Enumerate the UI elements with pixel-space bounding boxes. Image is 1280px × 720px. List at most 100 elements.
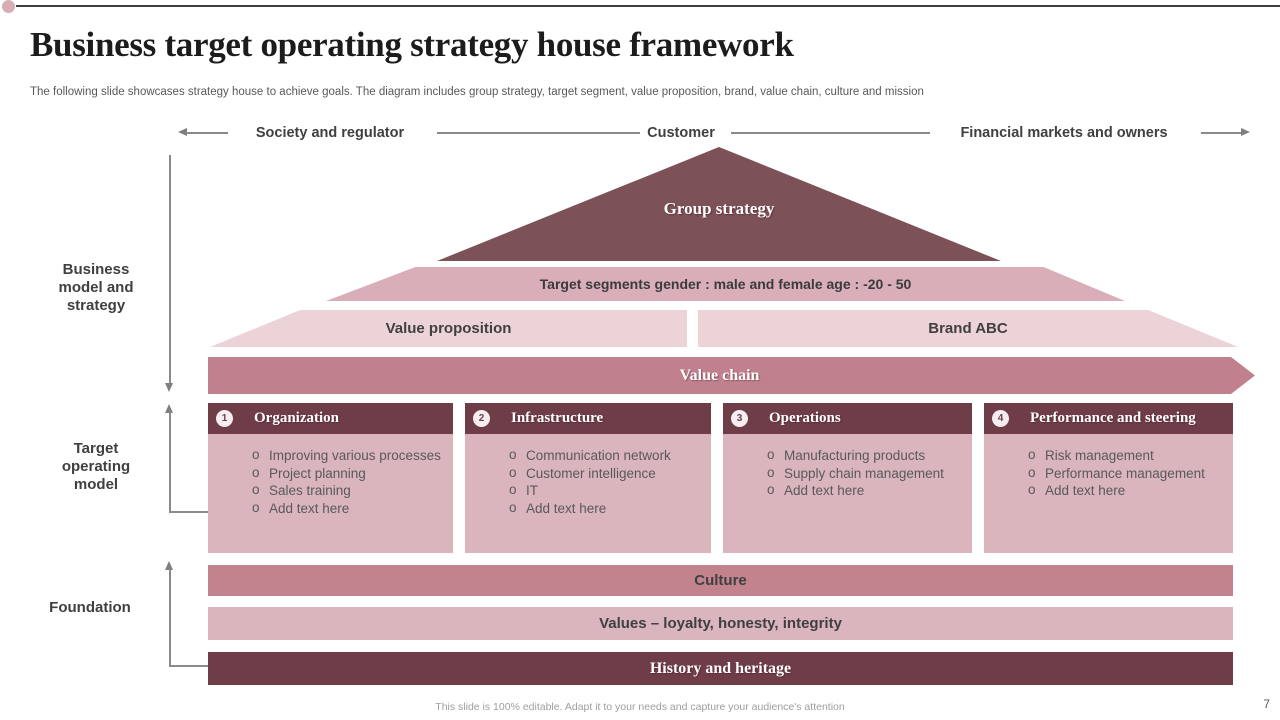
bullet-text: Supply chain management: [784, 465, 944, 481]
bullet-item: o Add text here: [252, 500, 447, 518]
arrow-right-icon: [1241, 128, 1250, 136]
page-subtitle: The following slide showcases strategy h…: [30, 86, 924, 98]
step-number-badge: 2: [473, 410, 490, 427]
band-value-proposition: Value proposition: [210, 310, 687, 347]
bullet-text: Improving various processes: [269, 448, 441, 463]
pillar-header: 4 Performance and steering: [984, 403, 1233, 434]
arrow-up-icon: [165, 404, 173, 413]
connector-foundation-elbow: [169, 665, 209, 667]
connector-business-model: [169, 155, 171, 383]
arrow-down-icon: [165, 383, 173, 392]
bullet-text: Add text here: [1045, 483, 1126, 498]
bullet-text: Performance management: [1045, 465, 1205, 481]
connector-foundation: [169, 569, 171, 666]
pillar-title: Performance and steering: [1030, 410, 1196, 426]
step-number-badge: 4: [992, 410, 1009, 427]
arrow-up-icon: [165, 561, 173, 570]
axis-label-customer: Customer: [647, 125, 715, 141]
bullet-marker: o: [252, 464, 260, 480]
pillar-header: 1 Organization: [208, 403, 453, 434]
bullet-item: o Performance management: [1028, 465, 1227, 483]
rail-label-foundation: Foundation: [49, 599, 131, 616]
bullet-marker: o: [509, 464, 517, 480]
bullet-text: Add text here: [269, 500, 350, 516]
band-value-chain: Value chain: [208, 357, 1255, 394]
bullet-marker: o: [509, 447, 517, 462]
roof-label: Group strategy: [663, 199, 775, 218]
bullet-marker: o: [767, 482, 775, 497]
bullet-text: Add text here: [784, 483, 865, 498]
bullet-marker: o: [252, 447, 260, 462]
page-title: Business target operating strategy house…: [30, 25, 794, 64]
bullet-text: IT: [526, 483, 538, 498]
bullet-item: o Improving various processes: [252, 447, 447, 465]
pillar-title: Infrastructure: [511, 410, 604, 426]
bullet-item: o Risk management: [1028, 447, 1227, 465]
bullet-marker: o: [509, 499, 517, 515]
bullet-item: o Customer intelligence: [509, 465, 705, 483]
bullet-marker: o: [767, 447, 775, 462]
bullet-marker: o: [252, 499, 260, 515]
pillar-organization: 1 Organization o Improving various proces…: [208, 403, 453, 553]
bullet-marker: o: [1028, 464, 1036, 480]
band-history: History and heritage: [208, 652, 1233, 685]
axis-line: [186, 132, 228, 134]
bullet-item: o Add text here: [767, 482, 966, 500]
bullet-text: Manufacturing products: [784, 448, 926, 463]
arrow-left-icon: [178, 128, 187, 136]
bullet-marker: o: [1028, 447, 1036, 462]
pillar-header: 3 Operations: [723, 403, 972, 434]
band-values: Values – loyalty, honesty, integrity: [208, 607, 1233, 640]
axis-line: [1201, 132, 1241, 134]
pillar-title: Operations: [769, 410, 841, 426]
accent-dot-icon: [2, 0, 15, 13]
bullet-item: o Manufacturing products: [767, 447, 966, 465]
step-number-badge: 3: [731, 410, 748, 427]
bullet-text: Risk management: [1045, 448, 1154, 463]
footer-note: This slide is 100% editable. Adapt it to…: [435, 701, 845, 713]
bullet-item: o IT: [509, 482, 705, 500]
bullet-item: o Add text here: [1028, 482, 1227, 500]
axis-label-society: Society and regulator: [255, 125, 405, 141]
rail-label-business-model: Business model and strategy: [58, 261, 134, 314]
pillar-header: 2 Infrastructure: [465, 403, 711, 434]
bullet-text: Add text here: [526, 500, 607, 516]
axis-label-financial: Financial markets and owners: [960, 125, 1168, 141]
axis-line: [731, 132, 930, 134]
axis-line: [437, 132, 640, 134]
top-rule-line: [16, 5, 1280, 7]
bullet-item: o Add text here: [509, 500, 705, 518]
bullet-item: o Project planning: [252, 465, 447, 483]
bullet-marker: o: [1028, 482, 1036, 497]
band-culture: Culture: [208, 565, 1233, 596]
bullet-text: Customer intelligence: [526, 465, 656, 481]
bullet-item: o Communication network: [509, 447, 705, 465]
connector-target-operating: [169, 412, 171, 512]
bullet-text: Communication network: [526, 448, 671, 463]
bullet-item: o Supply chain management: [767, 465, 966, 483]
pillar-performance: 4 Performance and steering o Risk managem…: [984, 403, 1233, 553]
band-brand: Brand ABC: [698, 310, 1238, 347]
pillar-title: Organization: [254, 410, 339, 426]
page-number: 7: [1263, 697, 1270, 711]
connector-target-operating-elbow: [169, 511, 209, 513]
bullet-text: Sales training: [269, 483, 351, 498]
bullet-text: Project planning: [269, 465, 366, 481]
roof-group-strategy: Group strategy: [437, 147, 1001, 261]
bullet-marker: o: [509, 482, 517, 497]
band-target-segments: Target segments gender : male and female…: [326, 267, 1125, 301]
bullet-marker: o: [767, 464, 775, 480]
rail-label-target-operating: Target operating model: [61, 440, 131, 493]
